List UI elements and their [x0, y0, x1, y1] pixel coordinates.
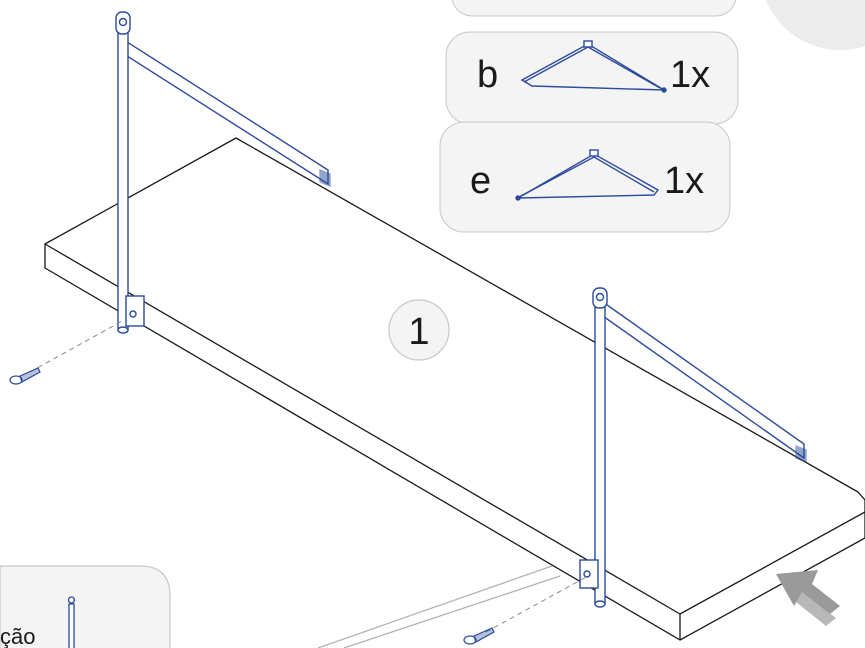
screw-right-icon	[463, 627, 495, 645]
shelf-outline	[44, 137, 865, 641]
callout-leaders	[317, 565, 561, 648]
parts-list: b 1x e 1x	[439, 0, 739, 233]
corner-decoration	[765, 0, 865, 50]
screw-left-icon	[9, 367, 41, 385]
part-box-e	[439, 121, 731, 233]
part-e-letter: e	[470, 160, 491, 202]
bracket-e-icon	[515, 149, 660, 201]
left-bracket	[115, 11, 331, 334]
part-box-partial	[451, 0, 737, 17]
part-b-count: 1x	[670, 54, 710, 96]
shelf-board	[44, 137, 865, 641]
insert-arrow-icon	[776, 570, 840, 626]
part-e-count: 1x	[664, 160, 704, 202]
bracket-side-icon	[67, 596, 76, 648]
screw-guides	[29, 319, 589, 633]
side-panel-text: ção	[0, 624, 35, 648]
right-bracket	[579, 287, 807, 608]
bracket-b-icon	[520, 40, 667, 93]
side-info-panel: ção	[0, 565, 171, 648]
part-b-letter: b	[477, 54, 498, 96]
step-number: 1	[408, 311, 429, 353]
step-badge: 1	[388, 299, 450, 361]
